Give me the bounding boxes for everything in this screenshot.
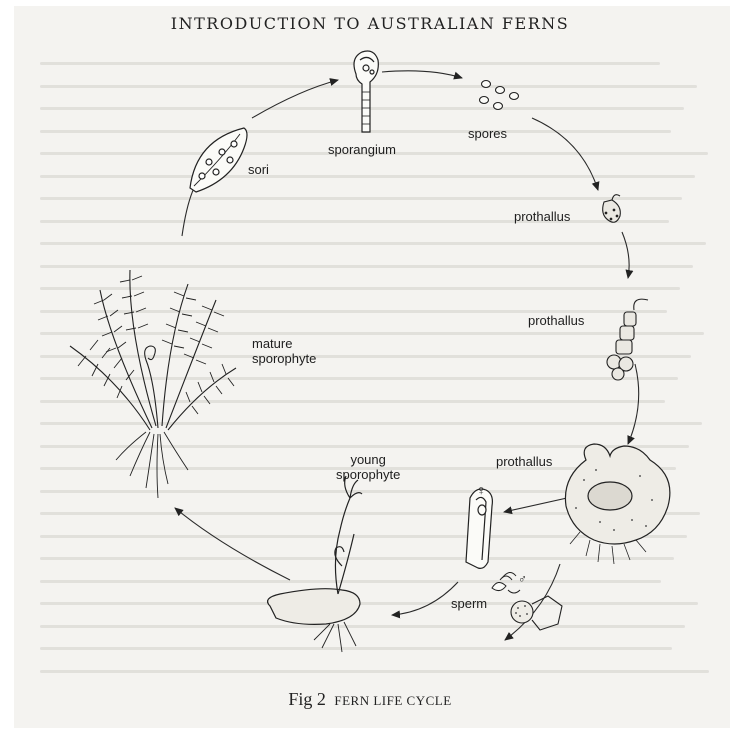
- arrow-sori-to-sporangium: [252, 80, 338, 118]
- mature-sporophyte-illustration: [70, 270, 236, 498]
- label-sporangium: sporangium: [328, 142, 396, 157]
- arrow-prothallus-to-prothallus: [622, 232, 629, 278]
- young-sporophyte-illustration: [268, 476, 362, 652]
- arrow-prothallus-to-mature-prothallus: [628, 364, 639, 444]
- label-young-sporophyte: young sporophyte: [336, 452, 400, 482]
- archegonium-illustration: [466, 489, 492, 568]
- arrow-spores-to-prothallus: [532, 118, 598, 190]
- sperm-illustration: [492, 572, 520, 593]
- arrow-to-antheridium: [505, 564, 560, 640]
- sporangium-illustration: [354, 51, 378, 132]
- label-spores: spores: [468, 126, 507, 141]
- prothallus-germinating-illustration: [603, 195, 621, 223]
- spores-illustration: [480, 81, 519, 110]
- figure-caption-text: FERN LIFE CYCLE: [334, 693, 451, 708]
- male-symbol: ♂: [518, 572, 527, 587]
- prothallus-filament-illustration: [607, 299, 648, 380]
- antheridium-illustration: [511, 596, 562, 630]
- label-mature-sporophyte: mature sporophyte: [252, 336, 316, 366]
- label-prothallus-1: prothallus: [514, 209, 570, 224]
- female-symbol: ♀: [476, 483, 487, 498]
- cycle-arrows: [175, 71, 639, 640]
- arrow-sporangium-to-spores: [382, 71, 462, 78]
- label-sperm: sperm: [451, 596, 487, 611]
- figure-caption: Fig 2 FERN LIFE CYCLE: [0, 689, 740, 710]
- label-prothallus-2: prothallus: [528, 313, 584, 328]
- figure-number: Fig 2: [288, 689, 326, 709]
- prothallus-mature-illustration: [565, 444, 669, 564]
- sori-pinnule-illustration: [190, 128, 247, 192]
- arrow-fertilisation-to-young-sporophyte: [392, 582, 458, 615]
- label-sori: sori: [248, 162, 269, 177]
- arrow-young-to-mature-sporophyte: [175, 508, 290, 580]
- label-prothallus-3: prothallus: [496, 454, 552, 469]
